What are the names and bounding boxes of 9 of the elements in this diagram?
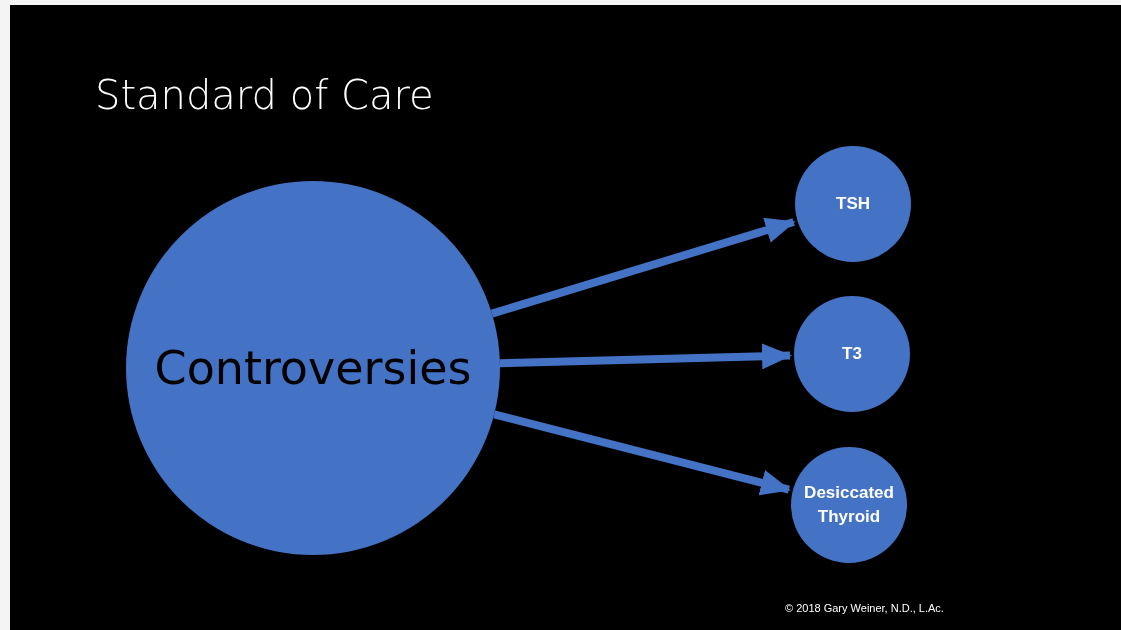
arrow (493, 410, 791, 496)
node-label: T3 (842, 343, 862, 366)
slide-title: Standard of Care (95, 72, 434, 118)
arrow (490, 217, 796, 318)
node-label: Desiccated Thyroid (803, 482, 895, 528)
node-label: Controversies (154, 339, 472, 397)
node-label: TSH (836, 193, 870, 216)
arrow (499, 343, 792, 370)
copyright-note: © 2018 Gary Weiner, N.D., L.Ac. (785, 602, 944, 614)
